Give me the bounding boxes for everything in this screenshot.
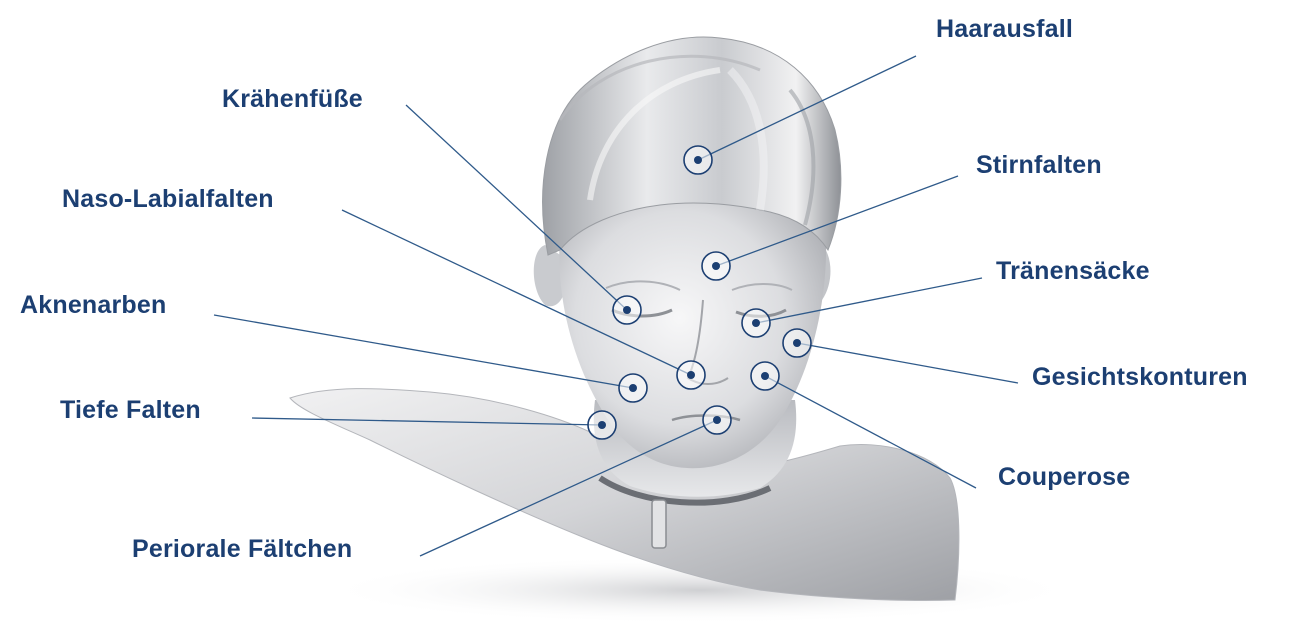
marker-stirnfalten <box>702 252 730 280</box>
marker-naso-labialfalten <box>677 361 705 389</box>
marker-traenensaecke <box>742 309 770 337</box>
zipper-pull <box>652 500 666 548</box>
label-haarausfall: Haarausfall <box>936 14 1073 44</box>
marker-couperose <box>751 362 779 390</box>
label-couperose: Couperose <box>998 462 1130 492</box>
marker-haarausfall <box>684 146 712 174</box>
label-tiefe-falten: Tiefe Falten <box>60 395 201 425</box>
marker-periorale-faeltchen <box>703 406 731 434</box>
label-kraehenfuesse: Krähenfüße <box>222 84 363 114</box>
label-naso-labialfalten: Naso-Labialfalten <box>62 184 274 214</box>
marker-aknenarben <box>619 374 647 402</box>
label-traenensaecke: Tränensäcke <box>996 256 1150 286</box>
marker-gesichtskonturen <box>783 329 811 357</box>
leader-line-gesichtskonturen <box>797 343 1018 383</box>
marker-kraehenfuesse <box>613 296 641 324</box>
label-stirnfalten: Stirnfalten <box>976 150 1102 180</box>
label-periorale-faeltchen: Periorale Fältchen <box>132 534 352 564</box>
marker-tiefe-falten <box>588 411 616 439</box>
label-gesichtskonturen: Gesichtskonturen <box>1032 362 1248 392</box>
label-aknenarben: Aknenarben <box>20 290 166 320</box>
